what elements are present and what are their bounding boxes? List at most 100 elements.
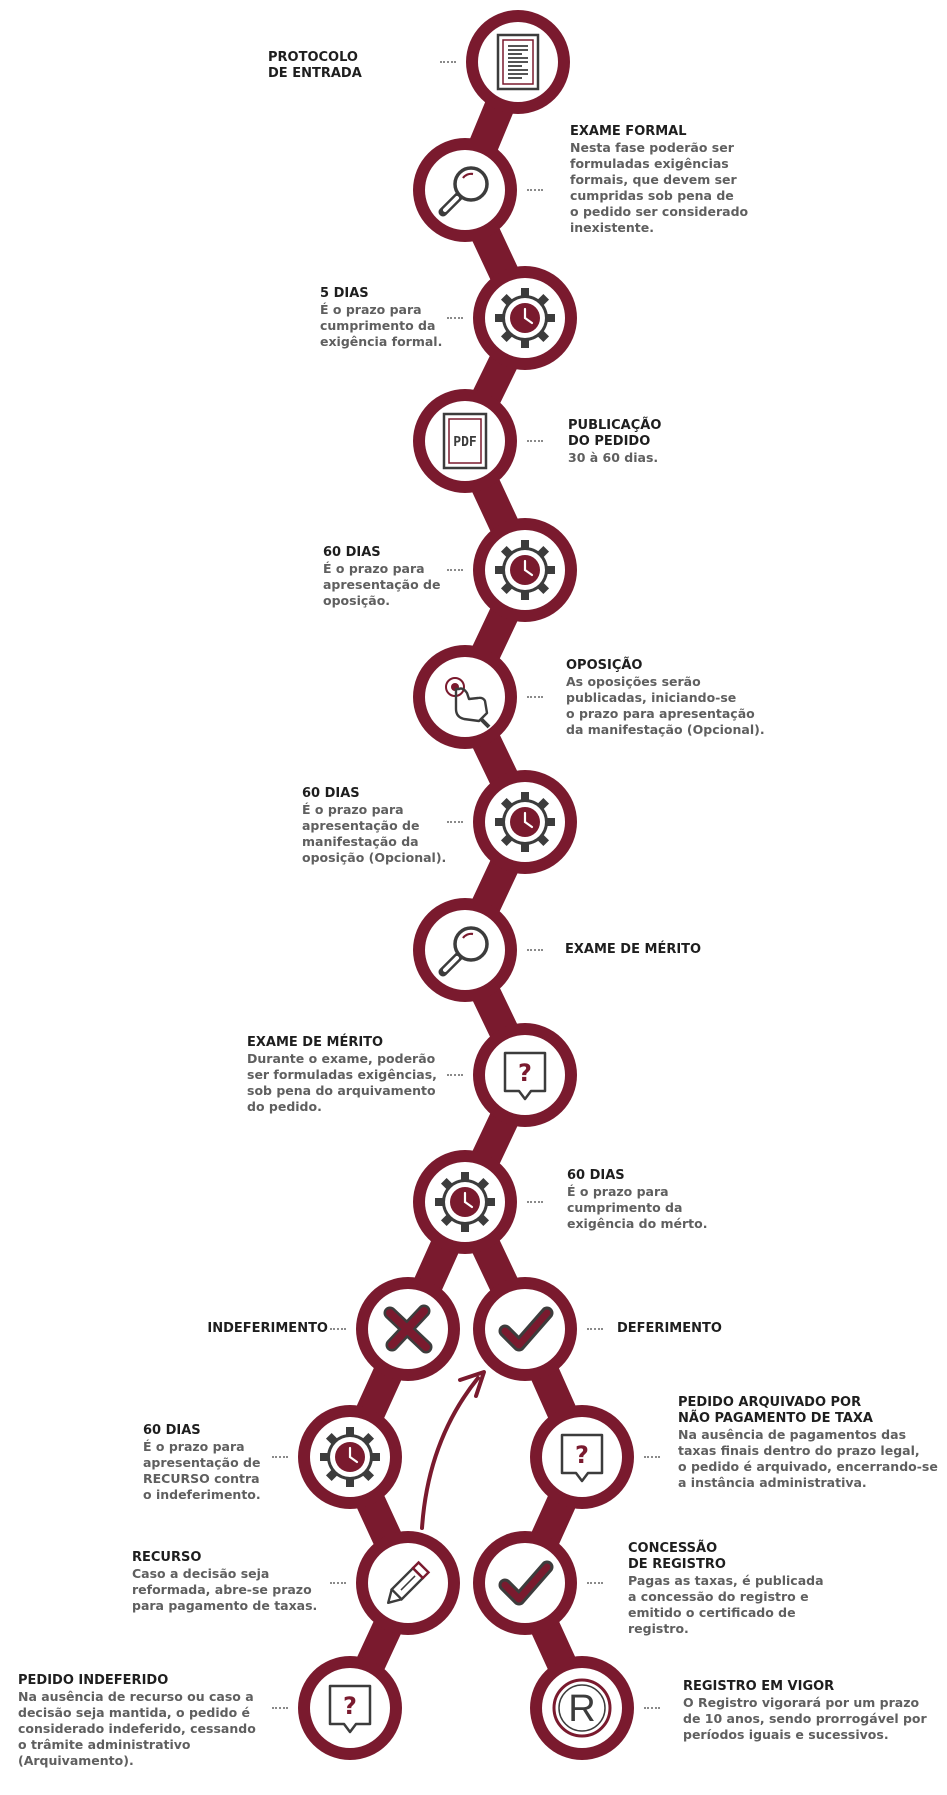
label-description: É o prazo para apresentação de oposição. — [323, 561, 441, 608]
label-title: RECURSO — [132, 1550, 202, 1565]
pencil-icon — [387, 1560, 431, 1604]
dotted-leader — [272, 1456, 288, 1458]
magnifier-icon — [438, 926, 489, 977]
dotted-leader — [447, 821, 463, 823]
node-publicacao: PDF — [413, 389, 517, 493]
label-description: Na ausência de pagamentos das taxas fina… — [678, 1427, 938, 1490]
dotted-leader — [447, 1074, 463, 1076]
label-exame-merito: EXAME DE MÉRITO — [565, 942, 765, 958]
document-icon — [496, 33, 540, 91]
node-deferimento — [473, 1277, 577, 1381]
label-description: É o prazo para cumprimento da exigência … — [320, 302, 443, 349]
label-title: PEDIDO ARQUIVADO POR NÃO PAGAMENTO DE TA… — [678, 1395, 873, 1426]
node-oposicao — [413, 645, 517, 749]
question-bubble-icon: ? — [328, 1684, 372, 1734]
dotted-leader — [644, 1707, 660, 1709]
label-title: 5 DIAS — [320, 286, 369, 301]
label-deferimento: DEFERIMENTO — [617, 1321, 777, 1337]
label-title: EXAME DE MÉRITO — [565, 942, 702, 957]
label-title: 60 DIAS — [143, 1423, 201, 1438]
node-indeferimento — [356, 1277, 460, 1381]
dotted-leader — [272, 1707, 288, 1709]
label-description: O Registro vigorará por um prazo de 10 a… — [683, 1695, 927, 1742]
node-60-dias-oposicao — [473, 518, 577, 622]
clock-gear-icon — [493, 538, 557, 602]
node-exame-merito-exigencia: ? — [473, 1023, 577, 1127]
dotted-leader — [447, 569, 463, 571]
x-mark-icon — [383, 1304, 433, 1354]
node-60-dias-merito — [413, 1150, 517, 1254]
label-arquivado: PEDIDO ARQUIVADO POR NÃO PAGAMENTO DE TA… — [678, 1395, 938, 1491]
dotted-leader — [527, 440, 543, 442]
svg-text:?: ? — [575, 1441, 589, 1469]
node-5-dias — [473, 266, 577, 370]
node-exame-merito — [413, 898, 517, 1002]
node-60-dias-recurso — [298, 1405, 402, 1509]
label-description: 30 à 60 dias. — [568, 450, 659, 465]
clock-gear-icon — [493, 790, 557, 854]
check-mark-icon — [498, 1306, 554, 1352]
label-description: Caso a decisão seja reformada, abre-se p… — [132, 1566, 318, 1613]
clock-gear-icon — [493, 286, 557, 350]
label-title: INDEFERIMENTO — [207, 1321, 328, 1336]
dotted-leader — [527, 696, 543, 698]
label-title: PROTOCOLO DE ENTRADA — [268, 50, 362, 81]
dotted-leader — [527, 949, 543, 951]
label-description: As oposições serão publicadas, iniciando… — [566, 674, 765, 737]
dotted-leader — [440, 61, 456, 63]
check-mark-icon — [498, 1560, 554, 1606]
dotted-leader — [330, 1328, 346, 1330]
dotted-leader — [527, 1201, 543, 1203]
recurso-return-arrow — [420, 1370, 486, 1530]
svg-text:R: R — [568, 1688, 595, 1730]
label-title: CONCESSÃO DE REGISTRO — [628, 1541, 726, 1572]
label-description: Na ausência de recurso ou caso a decisão… — [18, 1689, 256, 1768]
node-exame-formal — [413, 138, 517, 242]
label-title: 60 DIAS — [323, 545, 381, 560]
label-description: É o prazo para apresentação de manifesta… — [302, 802, 447, 865]
node-indeferido: ? — [298, 1656, 402, 1760]
label-protocolo: PROTOCOLO DE ENTRADA — [268, 50, 443, 82]
question-bubble-icon: ? — [560, 1433, 604, 1483]
label-title: REGISTRO EM VIGOR — [683, 1679, 835, 1694]
node-60-dias-manifestacao — [473, 770, 577, 874]
hand-press-icon — [445, 677, 491, 729]
label-description: Durante o exame, poderão ser formuladas … — [247, 1051, 437, 1114]
label-description: Nesta fase poderão ser formuladas exigên… — [570, 140, 749, 235]
label-indeferimento: INDEFERIMENTO — [188, 1321, 328, 1337]
question-bubble-icon: ? — [503, 1051, 547, 1101]
pdf-icon: PDF — [442, 412, 488, 470]
label-title: 60 DIAS — [567, 1168, 625, 1183]
registered-icon: R — [552, 1678, 612, 1738]
clock-gear-icon — [433, 1170, 497, 1234]
label-title: PUBLICAÇÃO DO PEDIDO — [568, 418, 662, 449]
node-protocolo — [466, 10, 570, 114]
dotted-leader — [447, 317, 463, 319]
svg-text:PDF: PDF — [453, 435, 477, 450]
magnifier-icon — [438, 166, 489, 217]
label-title: EXAME DE MÉRITO — [247, 1035, 384, 1050]
flow-nodes: PDF??? R — [298, 10, 634, 1760]
dotted-leader — [330, 1582, 346, 1584]
svg-text:?: ? — [343, 1692, 357, 1720]
node-concessao — [473, 1531, 577, 1635]
label-description: É o prazo para apresentação de RECURSO c… — [143, 1439, 261, 1502]
label-title: EXAME FORMAL — [570, 124, 687, 139]
label-title: DEFERIMENTO — [617, 1321, 722, 1336]
dotted-leader — [587, 1328, 603, 1330]
dotted-leader — [644, 1456, 660, 1458]
node-arquivado: ? — [530, 1405, 634, 1509]
label-description: É o prazo para cumprimento da exigência … — [567, 1184, 708, 1231]
